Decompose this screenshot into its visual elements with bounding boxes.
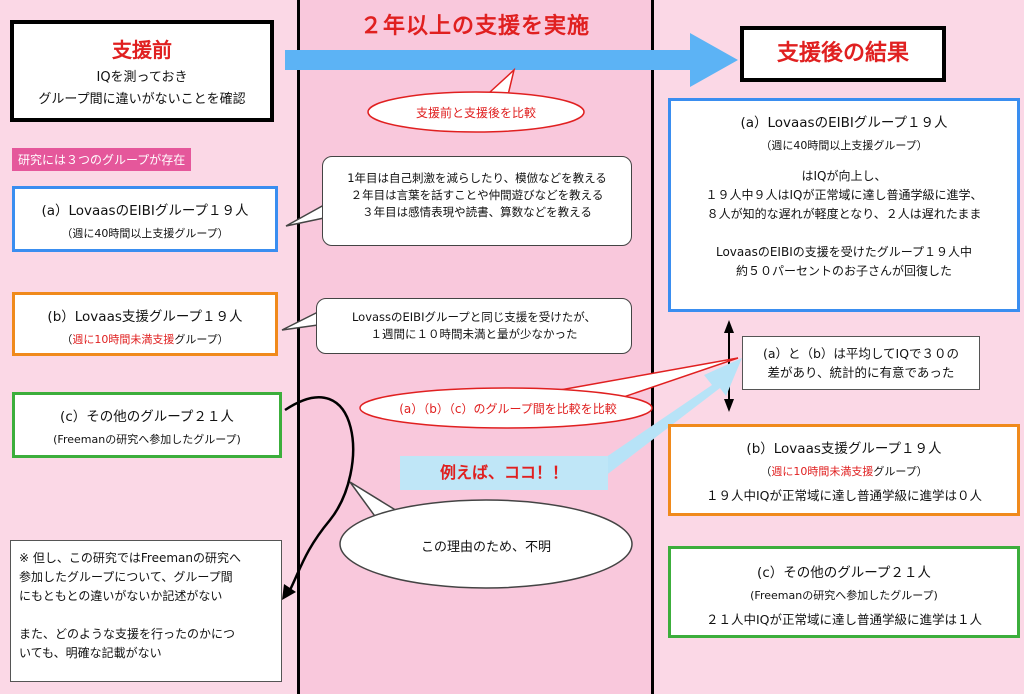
result-title: (c）その他のグループ２１人: [757, 565, 931, 581]
note-box: ※ 但し、この研究ではFreemanの研究へ 参加したグループについて、グループ…: [10, 540, 282, 682]
example-arrow: [590, 358, 742, 480]
result-line: [671, 224, 1017, 243]
note-line: また、どのような支援を行ったのかにつ: [19, 627, 236, 641]
left-group-c: (c）その他のグループ２１人 (Freemanの研究へ参加したグループ): [12, 392, 282, 458]
bubble-line: ２年目は言葉を話すことや仲間遊びなどを教える: [350, 188, 604, 202]
diff-line: 差があり、統計的に有意であった: [767, 365, 955, 380]
result-title: (a）LovaasのEIBIグループ１９人: [740, 115, 948, 131]
bubble-line: 1年目は自己刺激を減らしたり、模倣などを教える: [347, 171, 607, 185]
group-name: (a）LovaasのEIBIグループ１９人: [41, 203, 249, 219]
group-name: (b）Lovaas支援グループ１９人: [47, 309, 243, 325]
before-title: 支援前: [112, 38, 172, 62]
group-sub: （週に40時間以上支援グループ）: [61, 227, 229, 240]
note-line: [19, 606, 281, 625]
diff-box: (a）と（b）は平均してIQで３０の 差があり、統計的に有意であった: [742, 336, 980, 390]
result-line: １９人中IQが正常域に達し普通学級に進学は０人: [705, 488, 983, 503]
big-blue-arrow: [285, 33, 738, 87]
group-sub: (Freemanの研究へ参加したグループ): [53, 433, 241, 446]
example-label: 例えば、ココ！！: [400, 456, 608, 490]
result-c-box: (c）その他のグループ２１人 (Freemanの研究へ参加したグループ) ２１人…: [668, 546, 1020, 638]
note-line: いても、明確な記載がない: [19, 646, 162, 660]
result-line: ２１人中IQが正常域に達し普通学級に進学は１人: [705, 612, 983, 627]
bubble-line: LovassのEIBIグループと同じ支援を受けたが、: [351, 310, 597, 324]
result-line: 約５０パーセントのお子さんが回復した: [735, 264, 952, 278]
groups-ellipse: [359, 387, 653, 429]
result-line: １９人中９人はIQが正常域に達し普通学級に進学、: [705, 188, 983, 202]
diff-line: (a）と（b）は平均してIQで３０の: [762, 346, 960, 361]
curve-arrow: [284, 396, 355, 591]
result-a-box: (a）LovaasのEIBIグループ１９人 （週に40時間以上支援グループ） は…: [668, 98, 1020, 312]
left-group-b: (b）Lovaas支援グループ１９人 （週に10時間未満支援グループ）: [12, 292, 278, 356]
result-sub: （週に10時間未満支援グループ）: [760, 465, 928, 478]
result-sub: (Freemanの研究へ参加したグループ): [750, 589, 938, 602]
compare-label: 支援前と支援後を比較: [415, 106, 536, 120]
right-divider: [651, 0, 654, 694]
result-line: はIQが向上し、: [801, 169, 887, 183]
groups-label: 研究には３つのグループが存在: [12, 148, 192, 171]
bubble-line: ３年目は感情表現や読書、算数などを教える: [362, 205, 592, 219]
compare-ellipse: [367, 91, 585, 133]
before-line: グループ間に違いがないことを確認: [38, 92, 246, 107]
reason-ellipse: [339, 499, 633, 589]
note-line: ※ 但し、この研究ではFreemanの研究へ: [19, 551, 241, 565]
compare-ellipse-tail: [488, 67, 516, 96]
result-sub: （週に40時間以上支援グループ）: [760, 139, 928, 152]
left-divider: [297, 0, 300, 694]
before-box: 支援前 IQを測っておき グループ間に違いがないことを確認: [10, 20, 274, 122]
reason-label: この理由のため、不明: [420, 540, 551, 555]
before-line: IQを測っておき: [96, 70, 188, 85]
note-line: にもともとの違いがないか記述がない: [19, 589, 223, 603]
compare-groups-label: (a）（b）（c）のグループ間を比較を比較: [399, 402, 617, 416]
group-name: (c）その他のグループ２１人: [60, 409, 234, 425]
result-line: LovaasのEIBIの支援を受けたグループ１９人中: [715, 245, 973, 259]
lovass-bubble: LovassのEIBIグループと同じ支援を受けたが、 １週間に１０時間未満と量が…: [316, 298, 632, 354]
after-title: 支援後の結果: [740, 26, 946, 82]
left-group-a: (a）LovaasのEIBIグループ１９人 （週に40時間以上支援グループ）: [12, 186, 278, 252]
result-line: ８人が知的な遅れが軽度となり、２人は遅れたまま: [706, 207, 982, 221]
result-b-box: (b）Lovaas支援グループ１９人 （週に10時間未満支援グループ） １９人中…: [668, 424, 1020, 516]
eibi-bubble: 1年目は自己刺激を減らしたり、模倣などを教える ２年目は言葉を話すことや仲間遊び…: [322, 156, 632, 246]
center-title: ２年以上の支援を実施: [359, 14, 590, 39]
note-line: 参加したグループについて、グループ間: [19, 570, 233, 584]
bubble-line: １週間に１０時間未満と量が少なかった: [370, 327, 578, 341]
result-title: (b）Lovaas支援グループ１９人: [746, 441, 942, 457]
group-sub: （週に10時間未満支援グループ）: [61, 333, 229, 346]
